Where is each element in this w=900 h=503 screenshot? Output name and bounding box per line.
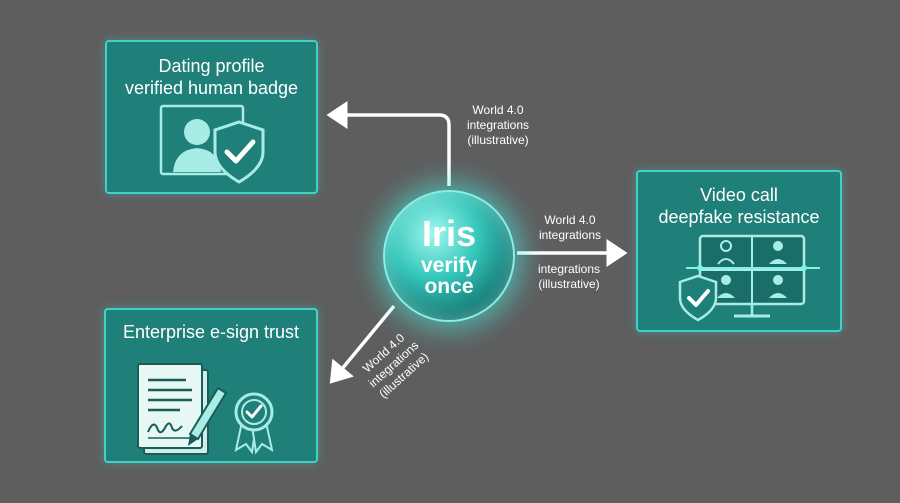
- label-right-arrow-lower: integrations (illustrative): [527, 262, 611, 292]
- card-video-title-line-2: deepfake resistance: [658, 207, 820, 227]
- card-dating-title-line-2: verified human badge: [124, 78, 299, 98]
- iris-verify-orb: Iris verify once: [383, 190, 515, 322]
- label-right-upper-line-1: World 4.0: [544, 213, 596, 227]
- label-top-line-1: World 4.0: [472, 103, 524, 117]
- card-video-title: Video call deepfake resistance: [638, 184, 840, 228]
- label-right-lower-line-2: (illustrative): [538, 277, 600, 291]
- document-signature-icon: [137, 363, 209, 455]
- label-top-line-3: (illustrative): [467, 133, 529, 147]
- arrow-to-esign: [329, 304, 396, 384]
- label-right-arrow-upper: World 4.0 integrations: [528, 213, 612, 243]
- video-grid-icon: [686, 234, 820, 318]
- dating-illustration: [159, 104, 265, 184]
- card-esign-title-line-1: Enterprise e-sign trust: [122, 322, 300, 342]
- card-esign-title: Enterprise e-sign trust: [106, 321, 316, 343]
- orb-line-2: once: [424, 275, 474, 298]
- label-right-upper-line-2: integrations: [538, 228, 602, 242]
- card-video-title-line-1: Video call: [700, 185, 778, 205]
- orb-title: Iris: [421, 213, 477, 254]
- label-right-lower-line-1: integrations: [537, 262, 601, 276]
- label-top-line-2: integrations: [466, 118, 530, 132]
- shield-check-icon: [678, 274, 718, 322]
- pen-icon: [188, 386, 228, 446]
- card-dating-title-line-1: Dating profile: [158, 56, 265, 76]
- card-video-call: Video call deepfake resistance: [636, 170, 842, 332]
- award-badge-icon: [234, 392, 274, 455]
- arrow-to-dating: [326, 101, 451, 186]
- esign-illustration: [137, 363, 274, 455]
- card-dating-profile: Dating profile verified human badge: [105, 40, 318, 194]
- user-silhouette-icon: [159, 104, 245, 176]
- card-enterprise-esign: Enterprise e-sign trust: [104, 308, 318, 463]
- video-illustration: [678, 234, 820, 322]
- orb-line-1: verify: [420, 254, 478, 277]
- card-dating-title: Dating profile verified human badge: [107, 55, 316, 99]
- label-top-arrow: World 4.0 integrations (illustrative): [455, 103, 541, 148]
- shield-check-icon: [213, 120, 265, 184]
